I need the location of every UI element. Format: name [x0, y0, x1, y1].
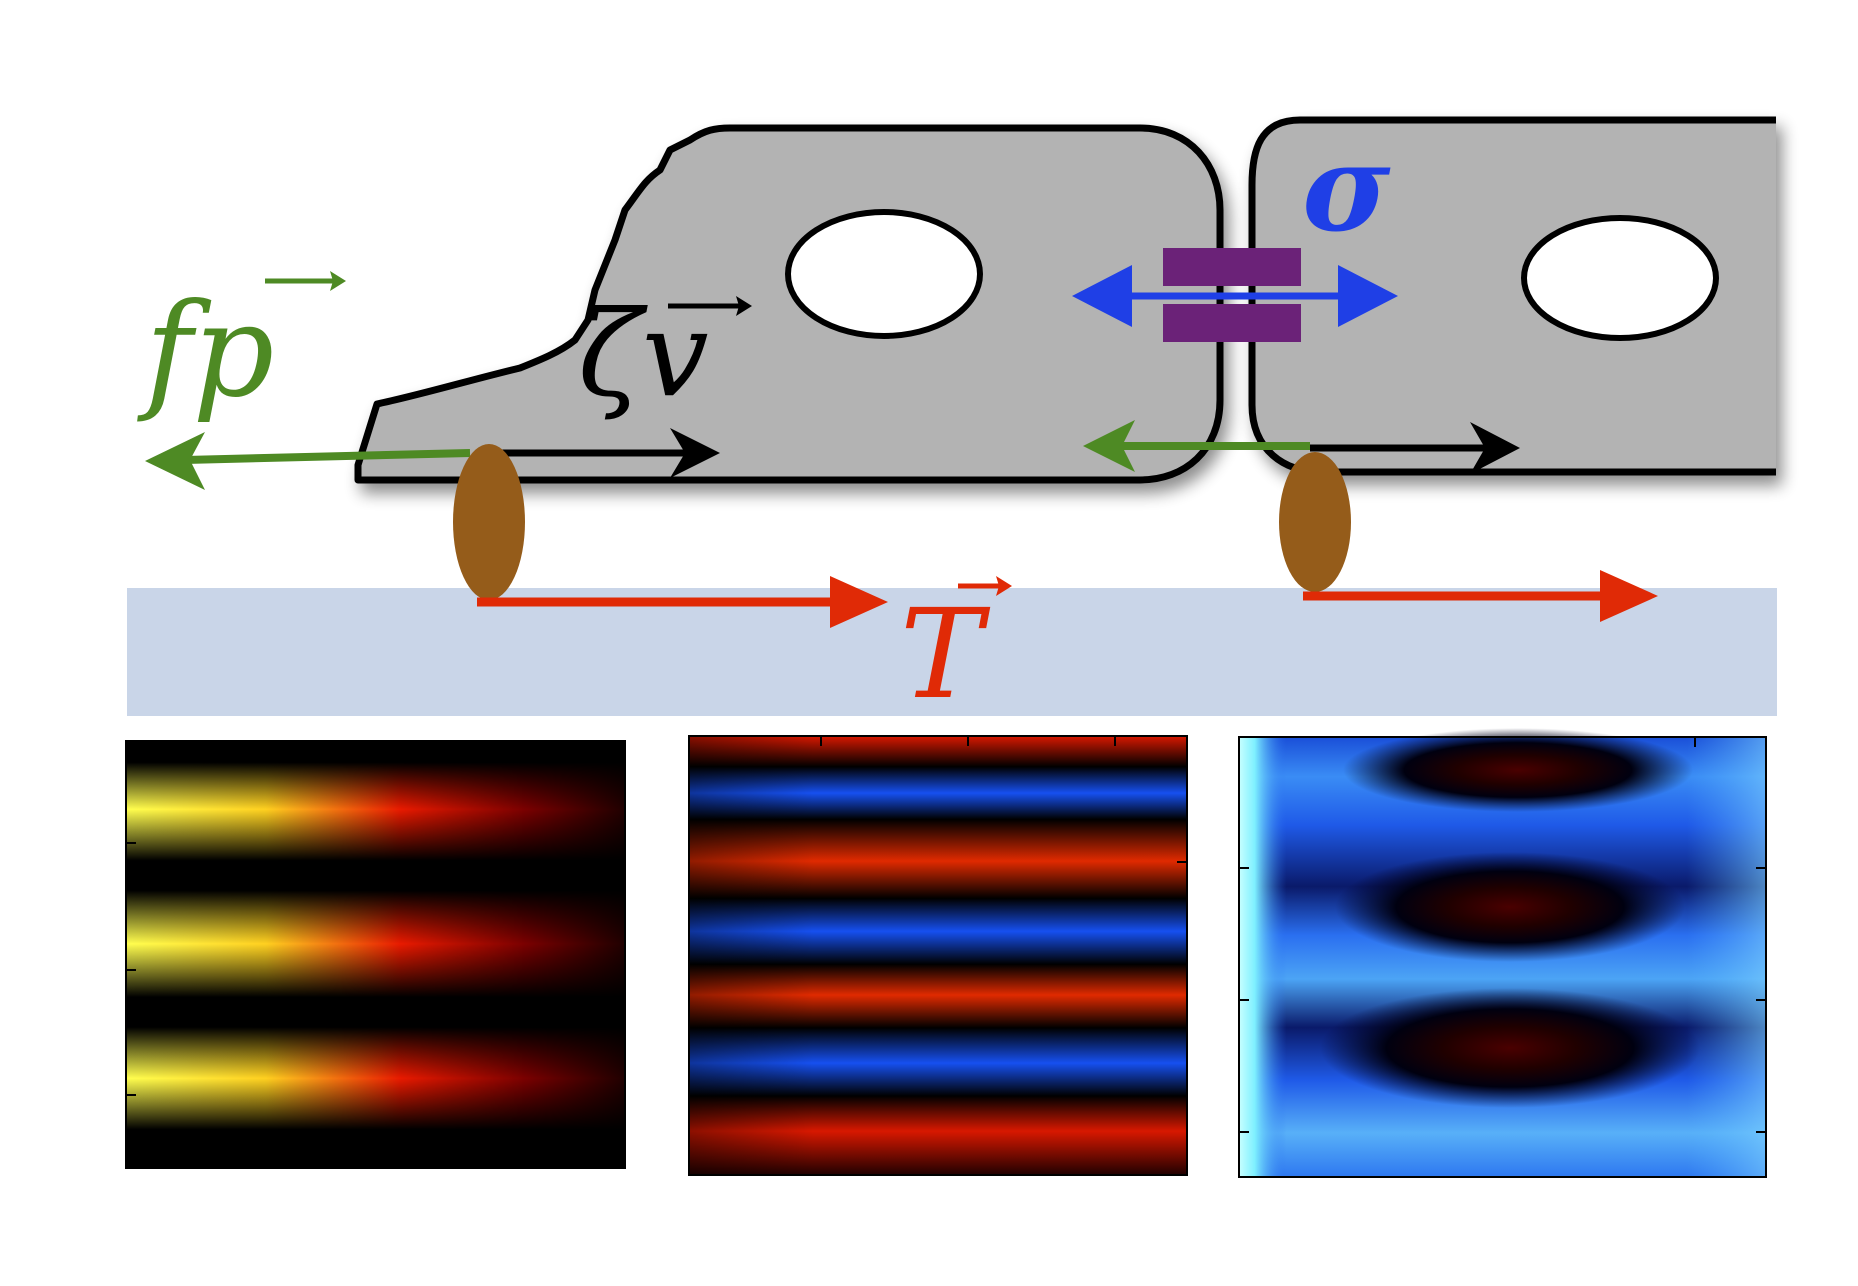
active-force-arrow [145, 432, 471, 490]
heatmap-red-blue-ticks [820, 736, 1187, 863]
traction-arrow-1 [477, 576, 888, 628]
friction-vector-arrow-icon [668, 296, 752, 316]
adhesion-2 [1279, 452, 1351, 592]
active-force-arrow-2 [1083, 420, 1310, 472]
traction-arrow-2 [1303, 570, 1658, 622]
active-force-vector-arrow-icon [265, 271, 346, 291]
leading-cell-nucleus [785, 209, 983, 339]
svg-text:σ: σ [1302, 118, 1391, 259]
junction-top [1163, 248, 1301, 286]
follower-cell [1248, 116, 1776, 476]
heatmap-hot [125, 740, 626, 1169]
follower-cell-nucleus [1521, 215, 1719, 341]
substrate [127, 588, 1777, 716]
heatmap-red-blue [688, 735, 1188, 1176]
svg-text:T: T [900, 583, 991, 727]
stress-label: σ [1302, 118, 1391, 259]
friction-arrow [500, 428, 720, 478]
adhesion-1 [453, 444, 525, 600]
svg-text:fp: fp [137, 277, 274, 426]
friction-arrow-2 [1310, 422, 1520, 474]
traction-vector-arrow-icon [958, 576, 1012, 596]
junction-bottom [1163, 304, 1301, 342]
friction-label: ζv [578, 285, 752, 423]
leading-cell-body [354, 124, 1224, 484]
active-force-label: fp [137, 271, 346, 426]
traction-label: T [900, 576, 1012, 727]
heatmap-blue-ticks [1239, 737, 1766, 1133]
heatmap-blue [1238, 728, 1767, 1178]
stress-arrow [1072, 265, 1398, 327]
leading-cell [354, 124, 1224, 484]
heatmap-hot-ticks [126, 842, 136, 1096]
